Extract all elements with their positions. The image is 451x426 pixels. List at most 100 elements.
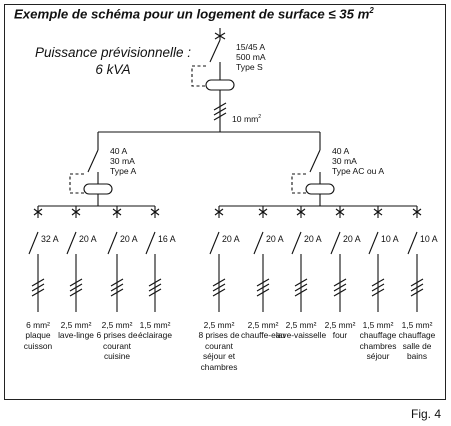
circuit-1-usage-line: plaque: [25, 330, 51, 341]
circuit-4-cable-tick: [148, 283, 162, 292]
circuit-9-cable-tick: [371, 278, 385, 287]
circuit-1-breaker-cross: [33, 208, 43, 216]
circuit-breakers: [28, 206, 424, 312]
circuit-9-breaker-switch: [368, 231, 379, 255]
circuit-10-breaker-cross: [412, 208, 422, 216]
circuit-7-cable-tick: [294, 278, 308, 287]
circuit-2-breaker-cross: [71, 208, 81, 216]
circuit-6-rating: 20 A: [266, 234, 284, 244]
rcd-left-sensor: [83, 183, 113, 195]
circuit-2-cable-tick: [69, 278, 83, 287]
circuit-5-usage-line: séjour et: [202, 351, 236, 362]
circuit-6-cable-tick: [256, 278, 270, 287]
circuit-5-usage-line: 8 prises de: [198, 330, 240, 341]
circuit-3-rating: 20 A: [120, 234, 138, 244]
rcd-left-link: [69, 173, 84, 194]
power-estimate: Puissance prévisionnelle : 6 kVA: [28, 44, 198, 78]
circuit-5-section: 2,5 mm²: [203, 320, 235, 330]
circuit-5-cable-tick: [212, 278, 226, 287]
circuit-2-section: 2,5 mm²: [60, 320, 92, 330]
circuit-10-rating: 10 A: [420, 234, 438, 244]
circuit-4-cable-tick: [148, 278, 162, 287]
rcd-right-link: [291, 173, 306, 194]
circuit-6-cable-tick: [256, 288, 270, 297]
rcd-left-spec: 40 A 30 mA Type A: [110, 146, 137, 176]
circuit-7-breaker-switch: [291, 231, 302, 255]
circuit-8-breaker-cross: [335, 208, 345, 216]
circuit-4-breaker-switch: [145, 231, 156, 255]
circuit-6-cable-tick: [256, 283, 270, 292]
circuit-3-cable-tick: [110, 278, 124, 287]
circuit-3-breaker-switch: [107, 231, 118, 255]
circuit-9-breaker-cross: [373, 208, 383, 216]
main-differential-sensor: [205, 79, 235, 91]
circuit-8-rating: 20 A: [343, 234, 361, 244]
power-label: Puissance prévisionnelle :: [34, 45, 192, 60]
circuit-7-rating: 20 A: [304, 234, 322, 244]
circuit-3-usage-line: courant: [103, 340, 131, 351]
circuit-9-cable-tick: [371, 283, 385, 292]
circuit-5-cable-tick: [212, 288, 226, 297]
rcd-left-switch: [87, 149, 99, 173]
power-value: 6 kVA: [95, 62, 131, 77]
rcd-right-sensor: [305, 183, 335, 195]
circuit-5-breaker-switch: [209, 231, 220, 255]
rcd-right-switch: [309, 149, 321, 173]
circuit-2-breaker-switch: [66, 231, 77, 255]
circuit-7-usage-line: lave-vaisselle: [275, 330, 327, 341]
circuit-5-breaker-cross: [214, 208, 224, 216]
circuit-1-cable-tick: [31, 288, 45, 297]
circuit-6-usage-line: chauffe-eau: [240, 330, 286, 341]
circuit-3-usage-line: cuisine: [103, 351, 131, 362]
circuit-1-section: 6 mm²: [26, 320, 50, 330]
circuit-8-usage-line: four: [332, 330, 348, 341]
circuit-1-rating: 32 A: [41, 234, 59, 244]
circuit-7-section: 2,5 mm²: [285, 320, 317, 330]
circuit-10-section: 1,5 mm²: [401, 320, 433, 330]
main-breaker-spec: 15/45 A 500 mA Type S: [236, 42, 266, 72]
circuit-9-usage-line: séjour: [366, 351, 390, 362]
circuit-2-rating: 20 A: [79, 234, 97, 244]
circuit-3-section: 2,5 mm²: [101, 320, 133, 330]
circuit-1-breaker-switch: [28, 231, 39, 255]
main-breaker-switch: [209, 39, 221, 63]
circuit-7-cable-tick: [294, 288, 308, 297]
circuit-1-usage-line: cuisson: [23, 340, 53, 351]
circuit-7-breaker-cross: [296, 208, 306, 216]
main-breaker-link: [191, 65, 206, 87]
circuit-8-section: 2,5 mm²: [324, 320, 356, 330]
diagram-frame: [4, 4, 446, 400]
cable-tick: [213, 107, 227, 116]
circuit-2-cable-tick: [69, 288, 83, 297]
circuit-5-rating: 20 A: [222, 234, 240, 244]
circuit-9-usage-line: chambres: [359, 340, 397, 351]
circuit-7-cable-tick: [294, 283, 308, 292]
circuit-3-breaker-cross: [112, 208, 122, 216]
circuit-4-cable-tick: [148, 288, 162, 297]
circuit-4-rating: 16 A: [158, 234, 176, 244]
cable-tick: [213, 102, 227, 111]
circuit-9-usage-line: chauffage: [359, 330, 397, 341]
circuit-4-breaker-cross: [150, 208, 160, 216]
circuit-6-breaker-switch: [253, 231, 264, 255]
circuit-2-usage-line: lave-linge: [58, 330, 94, 341]
circuit-6-breaker-cross: [258, 208, 268, 216]
circuit-10-usage-line: chauffage: [398, 330, 436, 341]
circuit-8-breaker-switch: [330, 231, 341, 255]
circuit-5-usage-line: chambres: [200, 361, 238, 372]
circuit-6-section: 2,5 mm²: [247, 320, 279, 330]
circuit-8-cable-tick: [333, 278, 347, 287]
circuit-3-cable-tick: [110, 283, 124, 292]
cable-tick: [213, 112, 227, 121]
circuit-10-usage-line: salle de: [402, 340, 432, 351]
circuit-5-usage-line: courant: [205, 340, 233, 351]
circuit-2-cable-tick: [69, 283, 83, 292]
circuit-10-usage-line: bains: [406, 351, 428, 362]
circuit-9-section: 1,5 mm²: [362, 320, 394, 330]
